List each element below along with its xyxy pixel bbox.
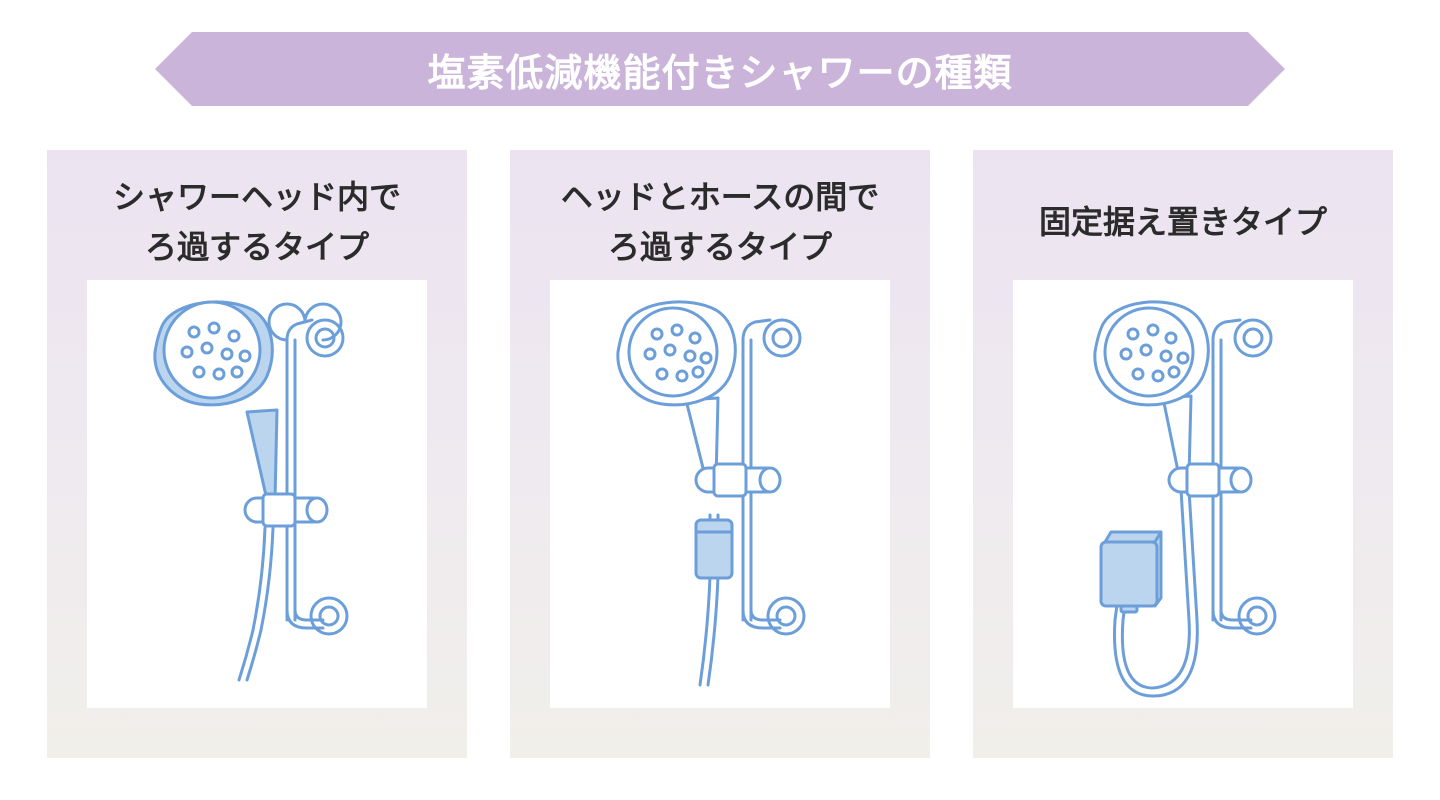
inline-filter-icon	[694, 518, 734, 580]
card-title-line-1: ヘッドとホースの間で	[560, 178, 880, 216]
card-wall-mounted-type: 固定据え置きタイプ	[973, 150, 1393, 758]
card-title-line-2: ろ過するタイプ	[144, 228, 369, 266]
card-title-line-1: 固定据え置きタイプ	[1038, 203, 1327, 241]
shower-head-icon	[1093, 300, 1210, 478]
card-filter-between-head-hose: ヘッドとホースの間で ろ過するタイプ	[510, 150, 930, 758]
hose-icon	[1112, 488, 1199, 698]
holder-clamp-icon	[243, 492, 329, 528]
card-title-line-2: ろ過するタイプ	[607, 228, 832, 266]
title-banner: 塩素低減機能付きシャワーの種類	[155, 32, 1285, 106]
card-title: ヘッドとホースの間で ろ過するタイプ	[510, 172, 930, 272]
card-title: 固定据え置きタイプ	[973, 172, 1393, 272]
shower-illustration	[153, 300, 349, 682]
illustration-panel	[550, 280, 890, 708]
banner-arrow-shape	[155, 32, 1285, 106]
card-title: シャワーヘッド内で ろ過するタイプ	[47, 172, 467, 272]
holder-clamp-icon	[694, 462, 782, 498]
shower-illustration	[1093, 300, 1277, 698]
illustration-panel	[87, 280, 427, 708]
shower-head-icon	[153, 300, 279, 502]
nozzle-icon	[1119, 323, 1190, 383]
filter-box-icon	[1099, 530, 1163, 614]
card-title-line-1: シャワーヘッド内で	[112, 178, 401, 216]
card-filter-in-head: シャワーヘッド内で ろ過するタイプ	[47, 150, 467, 758]
nozzle-icon	[643, 323, 713, 383]
banner-title: 塩素低減機能付きシャワーの種類	[427, 50, 1013, 95]
shower-illustration	[616, 300, 806, 687]
nozzle-icon	[180, 321, 252, 381]
illustration-panel	[1013, 280, 1353, 708]
grab-bar-icon	[267, 302, 349, 636]
holder-clamp-icon	[1167, 462, 1253, 498]
hose-icon	[237, 526, 275, 682]
